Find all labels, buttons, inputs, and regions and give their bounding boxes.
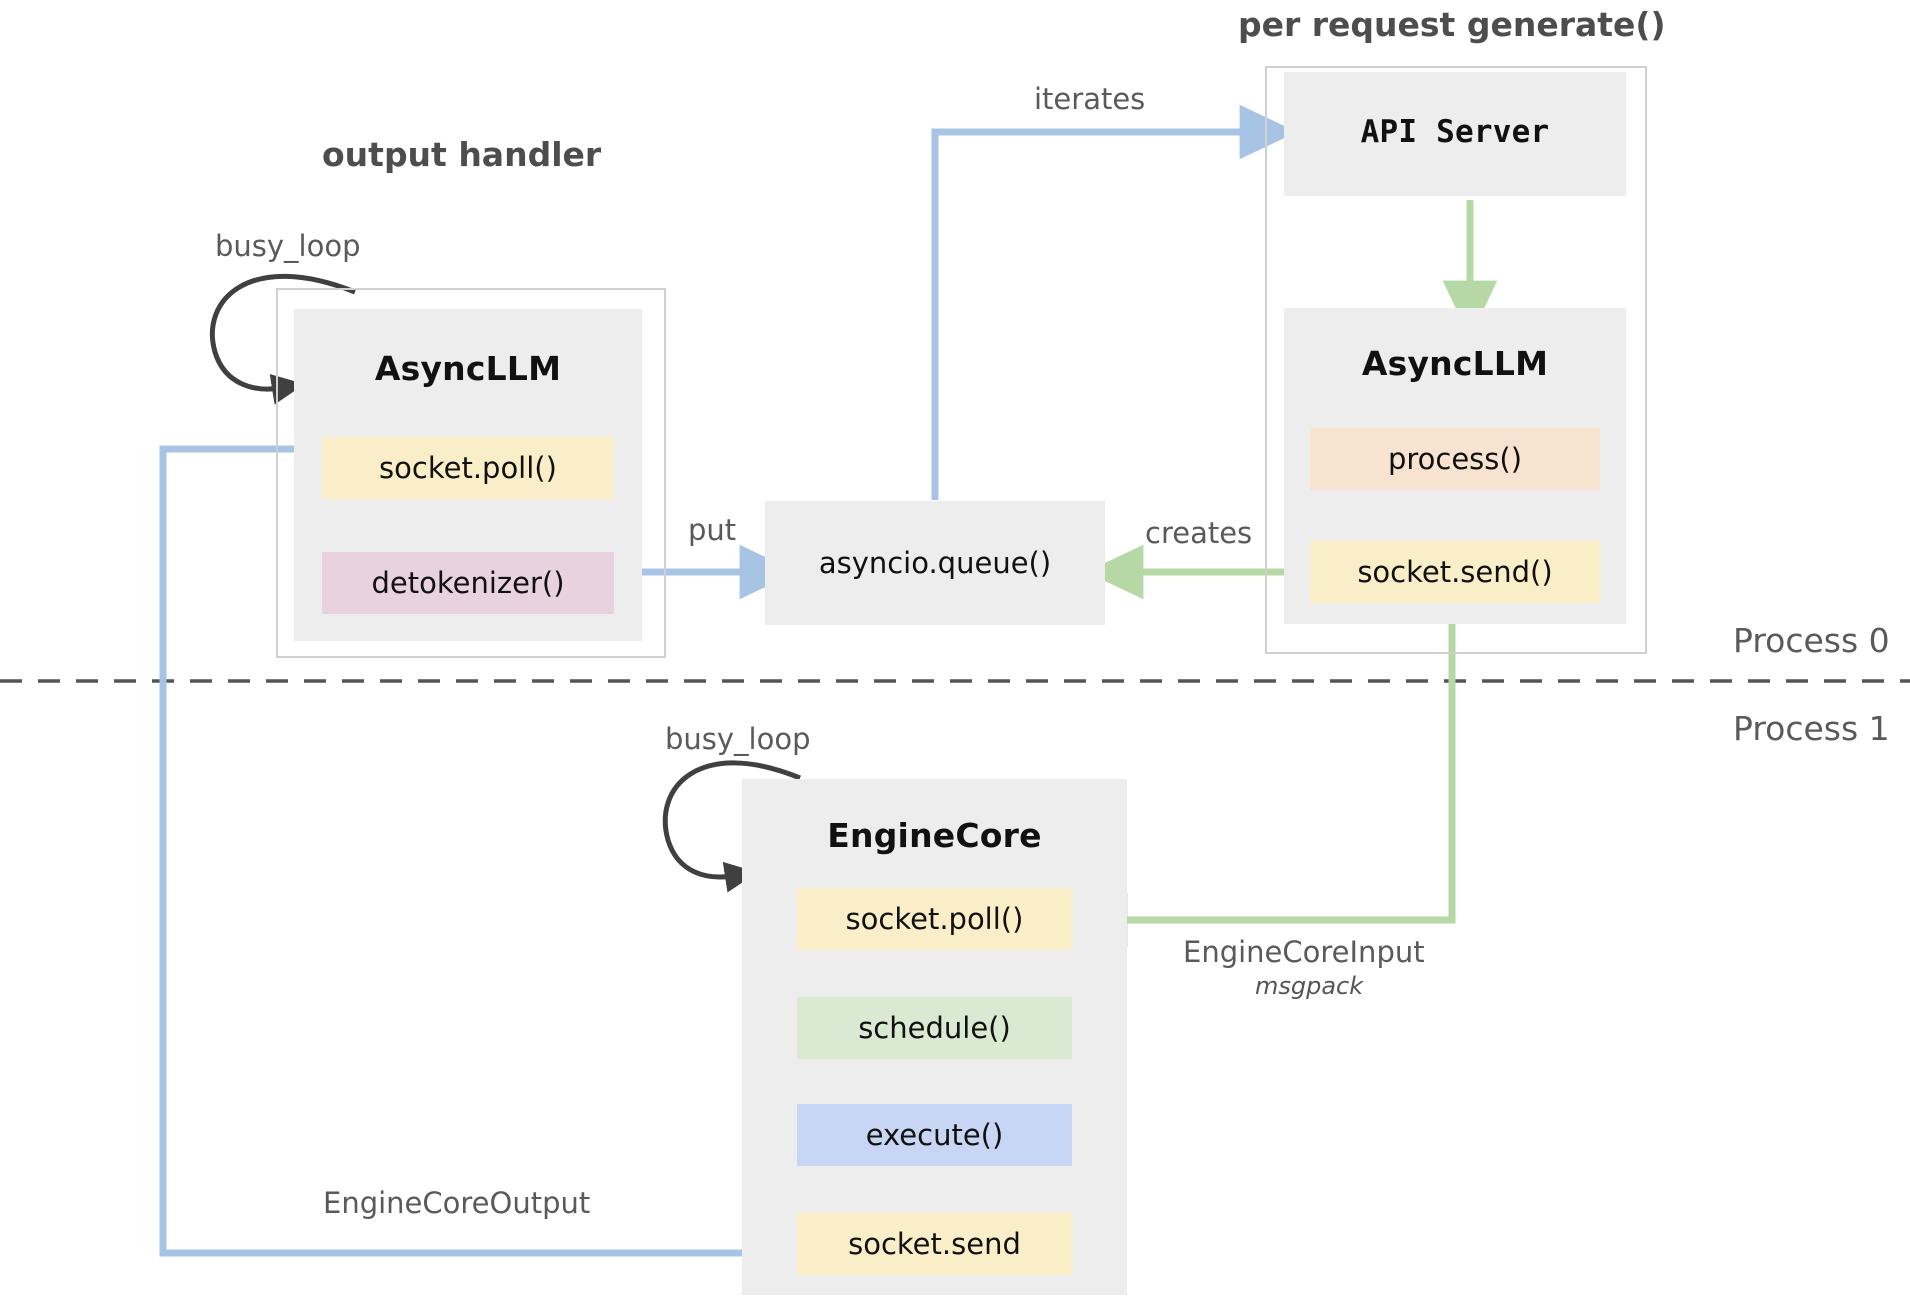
process-label-0: Process 0 bbox=[1733, 621, 1890, 660]
per-request-frame bbox=[1265, 66, 1647, 654]
chip-schedule[interactable]: schedule() bbox=[797, 997, 1072, 1059]
chip-label: socket.send() bbox=[1357, 555, 1553, 589]
busy-loop-label-left: busy_loop bbox=[215, 229, 361, 263]
chip-execute[interactable]: execute() bbox=[797, 1104, 1072, 1166]
arrow-engine-core-input bbox=[1070, 596, 1456, 948]
engine-core-input-label: EngineCoreInput bbox=[1183, 935, 1425, 969]
asyncio-queue-label-wrap: asyncio.queue() bbox=[765, 501, 1105, 625]
api-server-title: API Server bbox=[1360, 114, 1550, 150]
output-handler-frame bbox=[276, 288, 666, 658]
edge-label-creates: creates bbox=[1145, 516, 1253, 550]
arrow-engine-core-output bbox=[159, 421, 800, 1257]
busy-loop-label-engine: busy_loop bbox=[665, 722, 811, 756]
chip-socket-poll-enginecore[interactable]: socket.poll() bbox=[797, 888, 1072, 950]
chip-label: detokenizer() bbox=[371, 566, 565, 600]
arrow-iterates bbox=[931, 104, 1297, 500]
chip-socket-poll-asyncllm[interactable]: socket.poll() bbox=[322, 437, 614, 499]
group-title-output-handler: output handler bbox=[322, 135, 602, 174]
asyncllm-title-right: AsyncLLM bbox=[1361, 344, 1549, 383]
asyncllm-box-right[interactable]: AsyncLLM process() socket.send() bbox=[1284, 308, 1626, 624]
chip-label: socket.poll() bbox=[379, 451, 557, 485]
chip-label: socket.poll() bbox=[845, 902, 1024, 936]
asyncllm-title-left: AsyncLLM bbox=[374, 349, 562, 388]
chip-socket-send-enginecore[interactable]: socket.send bbox=[797, 1213, 1072, 1275]
engine-core-input-sublabel: msgpack bbox=[1255, 972, 1364, 1000]
group-title-per-request: per request generate() bbox=[1238, 5, 1666, 44]
edge-label-iterates: iterates bbox=[1034, 82, 1146, 116]
asyncllm-box-left[interactable]: AsyncLLM socket.poll() detokenizer() bbox=[294, 309, 642, 641]
edge-label-put: put bbox=[688, 513, 737, 547]
engine-core-output-label: EngineCoreOutput bbox=[323, 1186, 591, 1220]
chip-socket-send-asyncllm[interactable]: socket.send() bbox=[1310, 541, 1600, 603]
enginecore-title: EngineCore bbox=[827, 816, 1042, 855]
busy-loop-arc-enginecore bbox=[662, 760, 801, 893]
asyncio-queue-label: asyncio.queue() bbox=[818, 546, 1052, 580]
chip-process[interactable]: process() bbox=[1310, 428, 1600, 490]
enginecore-box[interactable]: EngineCore socket.poll() schedule() exec… bbox=[742, 779, 1127, 1295]
chip-label: execute() bbox=[865, 1118, 1004, 1152]
busy-loop-arc-asyncllm bbox=[209, 273, 356, 405]
process-label-1: Process 1 bbox=[1733, 709, 1890, 748]
chip-detokenizer[interactable]: detokenizer() bbox=[322, 552, 614, 614]
chip-label: schedule() bbox=[858, 1011, 1011, 1045]
chip-label: process() bbox=[1387, 442, 1523, 476]
api-server-box[interactable]: API Server bbox=[1284, 72, 1626, 196]
asyncio-queue-box[interactable]: asyncio.queue() bbox=[765, 501, 1105, 625]
chip-label: socket.send bbox=[848, 1227, 1021, 1261]
